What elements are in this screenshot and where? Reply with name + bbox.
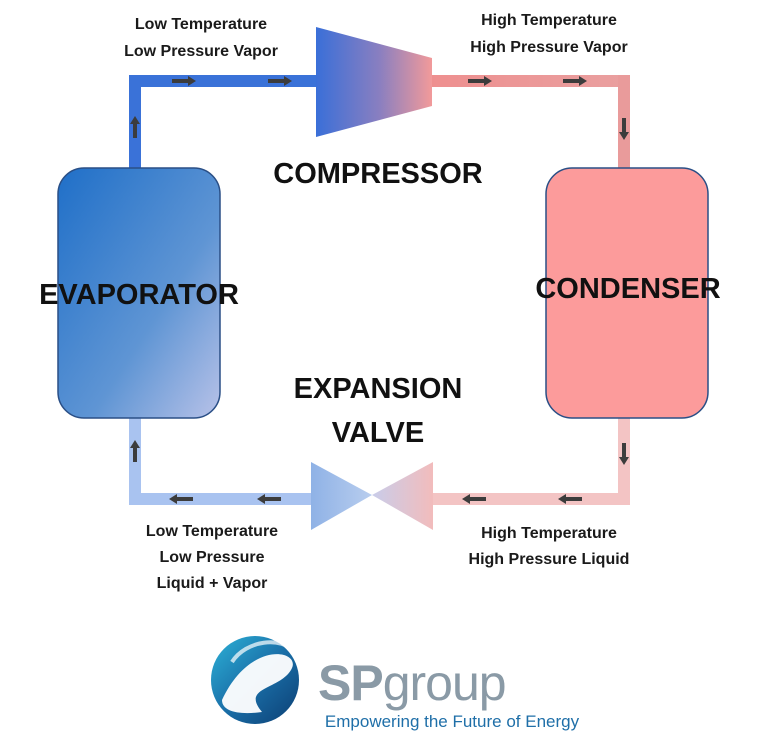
- label-top-left: Low Temperature Low Pressure Vapor: [124, 16, 278, 60]
- label-text: Liquid + Vapor: [157, 575, 268, 592]
- compressor-shape: [316, 27, 432, 137]
- expansion-valve-label-line1: EXPANSION: [294, 373, 463, 405]
- arrow-up-icon: [130, 116, 140, 138]
- label-bottom-right: High Temperature High Pressure Liquid: [469, 525, 630, 568]
- logo-brand-group-text: group: [383, 655, 506, 711]
- label-text: Low Pressure Vapor: [124, 43, 278, 60]
- arrow-up-icon: [130, 440, 140, 462]
- logo-brand-sp-text: SP: [318, 655, 383, 711]
- logo-tagline: Empowering the Future of Energy: [325, 712, 580, 731]
- flow-arrows: [130, 76, 629, 504]
- pipe-bottom-right-horizontal: [430, 493, 630, 505]
- evaporator-label: EVAPORATOR: [39, 279, 239, 311]
- label-text: High Temperature: [481, 12, 617, 29]
- condenser-label: CONDENSER: [535, 273, 720, 305]
- sp-logo-emblem-icon: [211, 636, 299, 724]
- logo-brand-sp: SPgroup: [318, 655, 506, 711]
- evaporator-shape: [57, 167, 221, 419]
- arrow-left-icon: [462, 494, 486, 504]
- label-text: High Pressure Liquid: [469, 551, 630, 568]
- arrow-right-icon: [563, 76, 587, 86]
- arrow-left-icon: [257, 494, 281, 504]
- arrow-right-icon: [268, 76, 292, 86]
- arrow-down-icon: [619, 443, 629, 465]
- label-bottom-left: Low Temperature Low Pressure Liquid + Va…: [146, 523, 278, 592]
- expansion-valve-left-shape: [311, 462, 372, 530]
- arrow-left-icon: [169, 494, 193, 504]
- pipe-bottom-left-horizontal: [129, 493, 319, 505]
- label-text: High Pressure Vapor: [470, 39, 627, 56]
- label-text: High Temperature: [481, 525, 617, 542]
- label-text: Low Pressure: [160, 549, 265, 566]
- pipe-top-right-horizontal: [430, 75, 630, 87]
- label-text: Low Temperature: [135, 16, 267, 33]
- pipe-top-left-horizontal: [129, 75, 319, 87]
- expansion-valve-right-shape: [372, 462, 433, 530]
- arrow-left-icon: [558, 494, 582, 504]
- arrow-right-icon: [468, 76, 492, 86]
- sp-group-logo: SPgroup Empowering the Future of Energy: [211, 636, 580, 731]
- compressor-label: COMPRESSOR: [273, 158, 483, 190]
- arrow-down-icon: [619, 118, 629, 140]
- expansion-valve-label-line2: VALVE: [332, 417, 424, 449]
- label-text: Low Temperature: [146, 523, 278, 540]
- label-top-right: High Temperature High Pressure Vapor: [470, 12, 627, 56]
- condenser-shape: [545, 167, 709, 419]
- arrow-right-icon: [172, 76, 196, 86]
